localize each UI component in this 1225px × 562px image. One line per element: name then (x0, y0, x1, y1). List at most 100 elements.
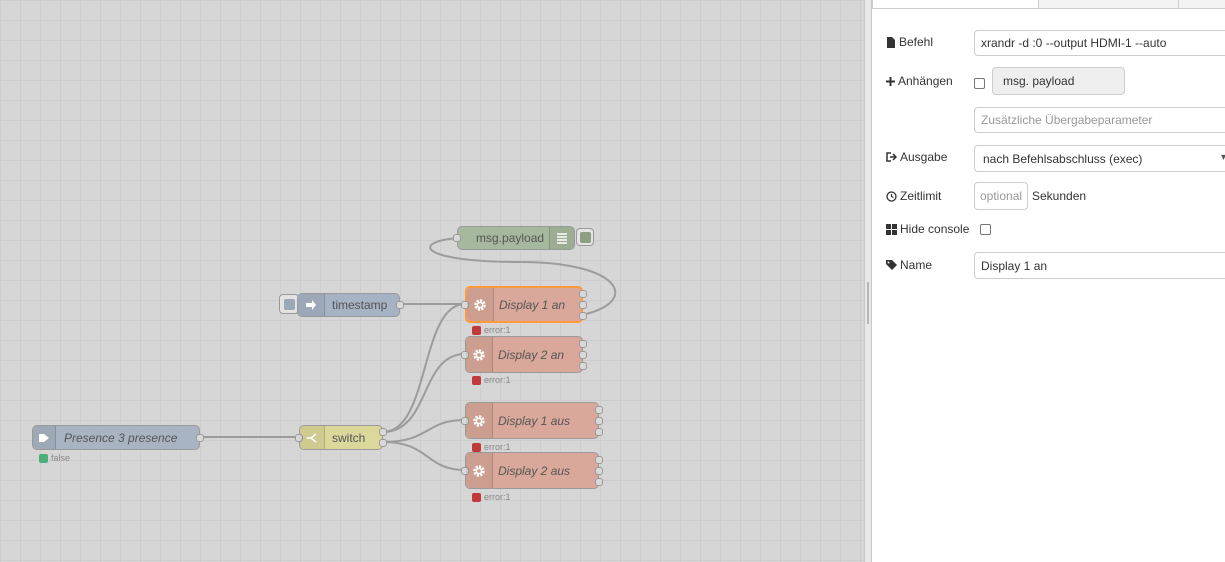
output-port[interactable] (396, 301, 404, 309)
wire-switch-to-display1an (382, 303, 466, 433)
zeitlimit-label-text: Zeitlimit (900, 189, 942, 203)
node-status: error:1 (472, 492, 511, 502)
wire-switch-to-display1aus (382, 419, 466, 443)
anhaengen-label: Anhängen (886, 74, 953, 88)
hideconsole-label-text: Hide console (900, 222, 970, 236)
node-msg-payload[interactable]: msg.payload (453, 226, 575, 250)
inject-trigger-button[interactable] (279, 294, 299, 314)
node-label: Display 1 aus (498, 413, 571, 428)
gear-icon (467, 288, 494, 321)
name-label: Name (886, 258, 932, 272)
node-label: Display 2 aus (498, 463, 571, 478)
zeitlimit-placeholder: optional (980, 189, 1023, 203)
output-port-1[interactable] (579, 340, 587, 348)
tag-icon (886, 259, 897, 270)
node-display-2-aus[interactable]: Display 2 aus (461, 452, 603, 489)
gear-icon (466, 337, 493, 372)
status-text: error:1 (484, 492, 511, 502)
node-label: timestamp (332, 298, 388, 312)
node-display-1-an[interactable]: Display 1 an (461, 286, 587, 323)
node-display-1-aus[interactable]: Display 1 aus (461, 402, 603, 439)
anhaengen-checkbox[interactable] (974, 78, 985, 89)
node-switch[interactable]: switch (295, 425, 387, 450)
input-port[interactable] (295, 434, 303, 442)
node-label: Presence 3 presence (64, 430, 178, 445)
output-port-3[interactable] (579, 362, 587, 370)
output-port-1[interactable] (595, 456, 603, 464)
input-port[interactable] (461, 351, 469, 359)
clock-icon (886, 190, 897, 202)
wire-switch-to-display2aus (382, 441, 466, 471)
befehl-label: Befehl (886, 35, 933, 49)
befehl-value: xrandr -d :0 --output HDMI-1 --auto (981, 36, 1167, 50)
output-port-1[interactable] (595, 406, 603, 414)
flow-workspace[interactable]: msg.payload timestamp Display 1 an error… (0, 0, 864, 562)
ausgabe-select[interactable]: nach Befehlsabschluss (exec) ▾ (974, 145, 1225, 172)
sign-out-icon (886, 152, 897, 162)
output-port-3[interactable] (579, 312, 587, 320)
input-port[interactable] (461, 417, 469, 425)
zeitlimit-unit: Sekunden (1032, 189, 1087, 203)
node-presence[interactable]: Presence 3 presence (32, 425, 204, 450)
ok-status-icon (39, 453, 48, 463)
befehl-input[interactable]: xrandr -d :0 --output HDMI-1 --auto (974, 30, 1225, 56)
chevron-down-icon: ▾ (1221, 152, 1225, 163)
node-label: Display 1 an (499, 297, 566, 312)
node-status: error:1 (472, 442, 511, 452)
node-status: error:1 (472, 325, 511, 335)
params-input[interactable]: Zusätzliche Übergabeparameter (974, 107, 1225, 133)
input-port[interactable] (461, 467, 469, 475)
tab-description[interactable] (1038, 0, 1180, 9)
ausgabe-label-text: Ausgabe (900, 150, 948, 164)
error-status-icon (472, 375, 481, 385)
gear-icon (466, 403, 493, 438)
error-status-icon (472, 492, 481, 502)
plus-icon (886, 76, 895, 86)
list-icon (549, 227, 574, 249)
node-status: error:1 (472, 375, 511, 385)
wire-display1an-to-debug (429, 237, 617, 315)
hideconsole-label: Hide console (886, 222, 969, 236)
node-display-2-an[interactable]: Display 2 an (461, 336, 587, 373)
output-port-2[interactable] (579, 351, 587, 359)
status-text: error:1 (484, 442, 511, 452)
anhaengen-value: msg. payload (1003, 74, 1075, 88)
output-port-1[interactable] (579, 290, 587, 298)
hideconsole-checkbox[interactable] (980, 224, 991, 235)
resize-grip[interactable] (867, 282, 869, 324)
output-port-2[interactable] (579, 301, 587, 309)
wires (200, 237, 617, 471)
input-port[interactable] (461, 301, 469, 309)
output-port[interactable] (196, 434, 204, 442)
windows-icon (886, 223, 897, 235)
file-icon (887, 36, 895, 48)
output-port-3[interactable] (595, 428, 603, 436)
panel-resize-handle[interactable] (864, 0, 872, 562)
input-port[interactable] (453, 234, 461, 242)
status-text: false (51, 453, 71, 463)
zeitlimit-input[interactable]: optional (974, 182, 1028, 210)
debug-toggle-button[interactable] (576, 228, 594, 246)
zeitlimit-label: Zeitlimit (886, 189, 941, 203)
ausgabe-label: Ausgabe (886, 150, 947, 164)
gear-icon (466, 453, 493, 488)
output-port-3[interactable] (595, 478, 603, 486)
output-port-2[interactable] (379, 439, 387, 447)
tab-properties[interactable] (872, 0, 1040, 9)
node-timestamp[interactable]: timestamp (297, 293, 404, 317)
output-port-2[interactable] (595, 417, 603, 425)
name-value: Display 1 an (981, 258, 1048, 273)
wire-switch-to-display2an (382, 353, 466, 433)
befehl-label-text: Befehl (899, 35, 934, 49)
error-status-icon (472, 442, 481, 452)
name-input[interactable]: Display 1 an (974, 252, 1225, 279)
params-placeholder: Zusätzliche Übergabeparameter (981, 113, 1153, 127)
node-label: switch (332, 430, 366, 445)
output-port-2[interactable] (595, 467, 603, 475)
anhaengen-payload-field: msg. payload (992, 67, 1125, 95)
node-status: false (39, 453, 70, 463)
output-port-1[interactable] (379, 428, 387, 436)
tab-appearance[interactable] (1178, 0, 1225, 9)
anhaengen-label-text: Anhängen (898, 74, 953, 88)
error-status-icon (472, 325, 481, 335)
